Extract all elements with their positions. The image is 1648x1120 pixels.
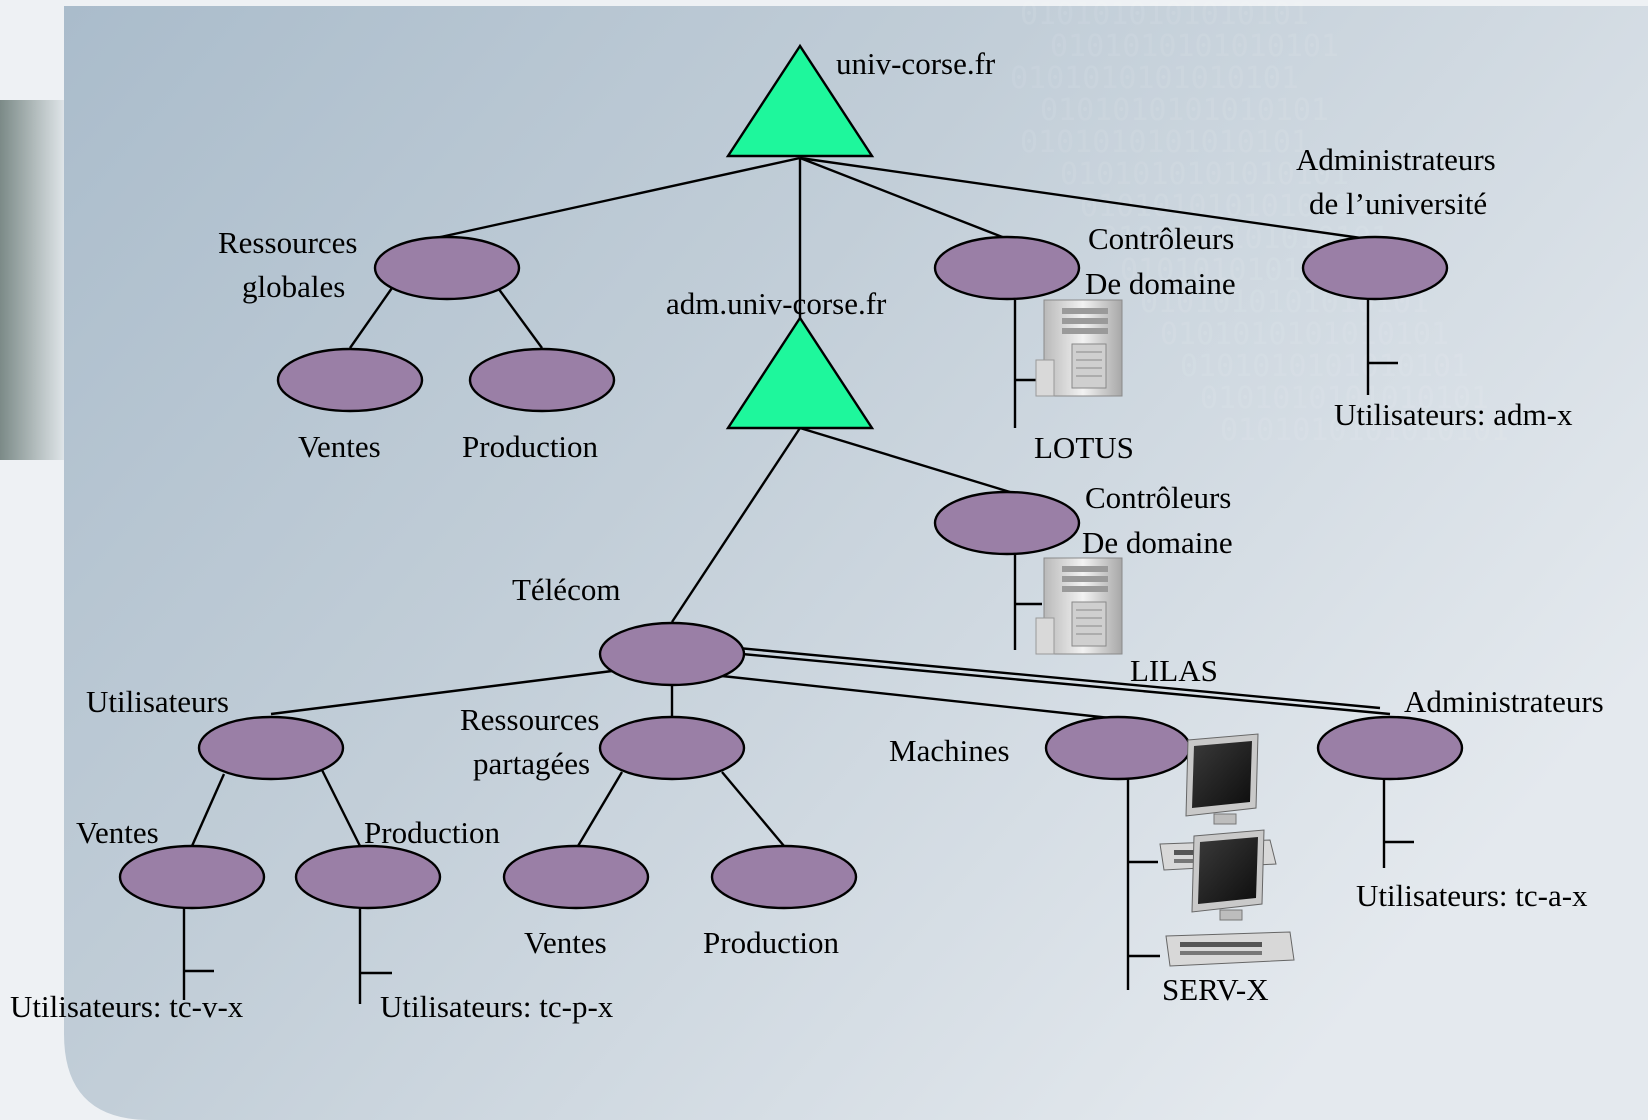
ou-telecom[interactable] [598,621,746,687]
ou-telecom-utilisateurs[interactable] [197,715,345,781]
ou-global-ventes[interactable] [276,347,424,413]
ou-controleurs-adm-label-1: Contrôleurs [1085,480,1231,515]
ou-telecom-ventes-label: Ventes [76,815,159,850]
ou-administrateurs-universite[interactable] [1301,235,1449,301]
server-serv-x-label: SERV-X [1162,972,1269,1007]
svg-text:0101010101010101: 0101010101010101 [1060,157,1349,192]
ou-controleurs-root-label-1: Contrôleurs [1088,221,1234,256]
users-tc-v-x-label: Utilisateurs: tc-v-x [10,989,244,1024]
ou-telecom-label: Télécom [512,572,620,607]
ou-partagees-ventes[interactable] [502,844,650,910]
ou-controleurs-adm[interactable] [933,490,1081,556]
ou-controleurs-adm-label-2: De domaine [1082,525,1233,560]
ou-telecom-production[interactable] [294,844,442,910]
ou-telecom-administrateurs-label: Administrateurs [1404,684,1604,719]
root-domain-label: univ-corse.fr [836,46,996,81]
ou-global-ventes-label: Ventes [298,429,381,464]
ou-ressources-partagees[interactable] [598,715,746,781]
server-lotus-label: LOTUS [1034,430,1134,465]
server-lilas-label: LILAS [1130,653,1218,688]
users-adm-x-label: Utilisateurs: adm-x [1334,397,1573,432]
ou-controleurs-root[interactable] [933,235,1081,301]
left-accent-band [0,100,70,460]
child-domain-label: adm.univ-corse.fr [666,286,887,321]
ou-partagees-production[interactable] [710,844,858,910]
svg-text:0101010101010101: 0101010101010101 [1020,0,1309,32]
ou-telecom-ventes[interactable] [118,844,266,910]
ou-administrateurs-universite-label-2: de l’université [1309,186,1487,221]
ou-administrateurs-universite-label-1: Administrateurs [1296,142,1496,177]
svg-text:0101010101010101: 0101010101010101 [1020,125,1309,160]
desktop-computer-icon[interactable] [1165,829,1295,967]
ou-ressources-partagees-label-1: Ressources [460,702,599,737]
users-tc-a-x-label: Utilisateurs: tc-a-x [1356,878,1588,913]
ou-controleurs-root-label-2: De domaine [1085,266,1236,301]
ou-global-production-label: Production [462,429,599,464]
ou-machines[interactable] [1044,715,1192,781]
users-tc-p-x-label: Utilisateurs: tc-p-x [380,989,614,1024]
svg-text:0101010101010101: 0101010101010101 [1200,381,1489,416]
ou-telecom-utilisateurs-label: Utilisateurs [86,684,229,719]
ou-ressources-globales[interactable] [373,235,521,301]
ou-telecom-production-label: Production [364,815,501,850]
ou-ressources-partagees-label-2: partagées [473,746,590,781]
ou-machines-label: Machines [889,733,1010,768]
ou-partagees-ventes-label: Ventes [524,925,607,960]
tree-connectors [182,156,1414,1004]
server-tower-icon[interactable] [1035,557,1123,655]
svg-text:0101010101010101: 0101010101010101 [1040,93,1329,128]
ou-ressources-globales-label-2: globales [242,269,345,304]
server-tower-icon[interactable] [1035,299,1123,397]
ou-telecom-administrateurs[interactable] [1316,715,1464,781]
svg-text:0101010101010101: 0101010101010101 [1180,349,1469,384]
svg-text:0101010101010101: 0101010101010101 [1220,413,1509,448]
ou-partagees-production-label: Production [703,925,840,960]
svg-text:0101010101010101: 0101010101010101 [1050,29,1339,64]
svg-text:0101010101010101: 0101010101010101 [1010,61,1299,96]
ou-global-production[interactable] [468,347,616,413]
child-domain-triangle[interactable] [725,315,875,430]
ou-ressources-globales-label-1: Ressources [218,225,357,260]
svg-text:0101010101010101: 0101010101010101 [1160,317,1449,352]
root-domain-triangle[interactable] [725,43,875,158]
